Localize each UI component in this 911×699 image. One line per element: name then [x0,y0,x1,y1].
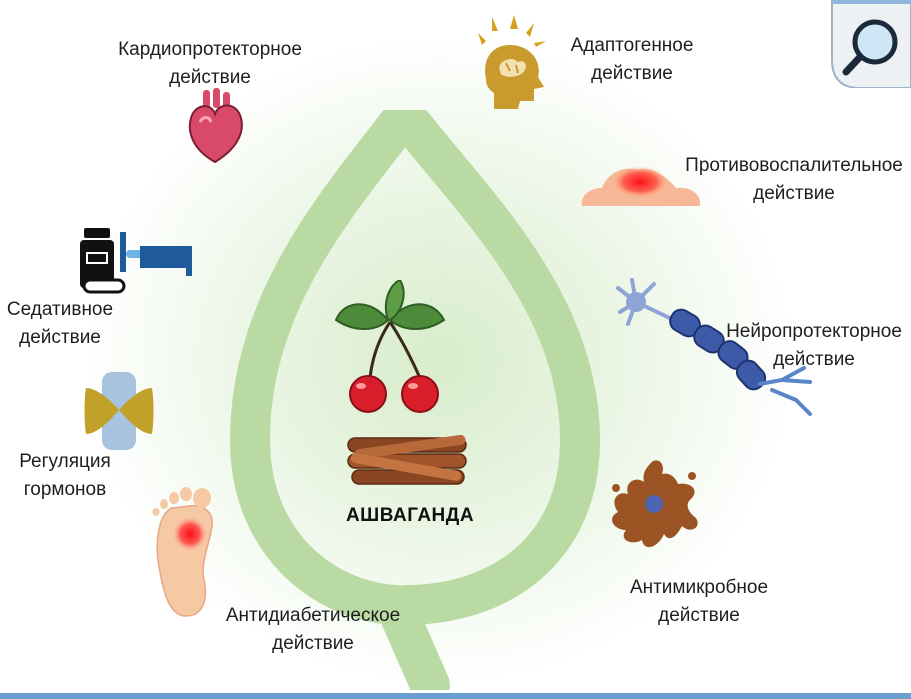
brain-lightning-icon [478,15,546,109]
label-neuro: Нейропротекторное действие [716,318,911,374]
cinnamon-sticks-icon [347,434,467,485]
label-antidiab: Антидиабетическое действие [210,602,416,658]
label-antimicro-line2: действие [658,605,740,626]
microbe-splat-icon [612,460,698,548]
heart-icon [188,88,243,163]
foot-icon [152,487,213,617]
label-antimicro-line1: Антимикробное [629,577,769,598]
label-antimicro: Антимикробное действие [614,574,784,630]
label-adapto-line1: Адаптогенное [570,35,694,56]
label-antiinflam: Противовоспалительное действие [680,152,908,208]
leaf-outline-icon [230,110,600,690]
label-antiinflam-line2: действие [753,183,835,204]
neuron-icon [616,278,812,416]
label-adapto: Адаптогенное действие [552,32,712,88]
label-sedative: Седативное действие [0,296,120,352]
label-hormones: Регуляция гормонов [10,448,120,504]
label-neuro-line2: действие [773,349,855,370]
label-hormones-line1: Регуляция [19,451,111,472]
label-neuro-line1: Нейропротекторное [726,321,902,342]
hormone-gland-icon [84,372,154,450]
bottom-frame-bar [0,693,911,699]
label-sedative-line2: действие [19,327,101,348]
label-hormones-line2: гормонов [23,479,107,500]
corner-frame [832,0,911,4]
inflamed-skin-icon [581,166,701,206]
label-adapto-line2: действие [591,63,673,84]
pill-bottle-bed-icon [80,228,192,294]
center-title: АШВАГАНДА [345,505,475,526]
cherry-icon [334,280,446,413]
search-magnifier-icon[interactable] [830,0,911,88]
label-antidiab-line2: действие [272,633,354,654]
label-cardio-line1: Кардиопротекторное [118,39,302,60]
label-sedative-line1: Седативное [6,299,114,320]
label-antidiab-line1: Антидиабетическое [225,605,401,626]
label-cardio: Кардиопротекторное действие [95,36,325,92]
label-cardio-line2: действие [169,67,251,88]
label-antiinflam-line1: Противовоспалительное [685,155,903,176]
